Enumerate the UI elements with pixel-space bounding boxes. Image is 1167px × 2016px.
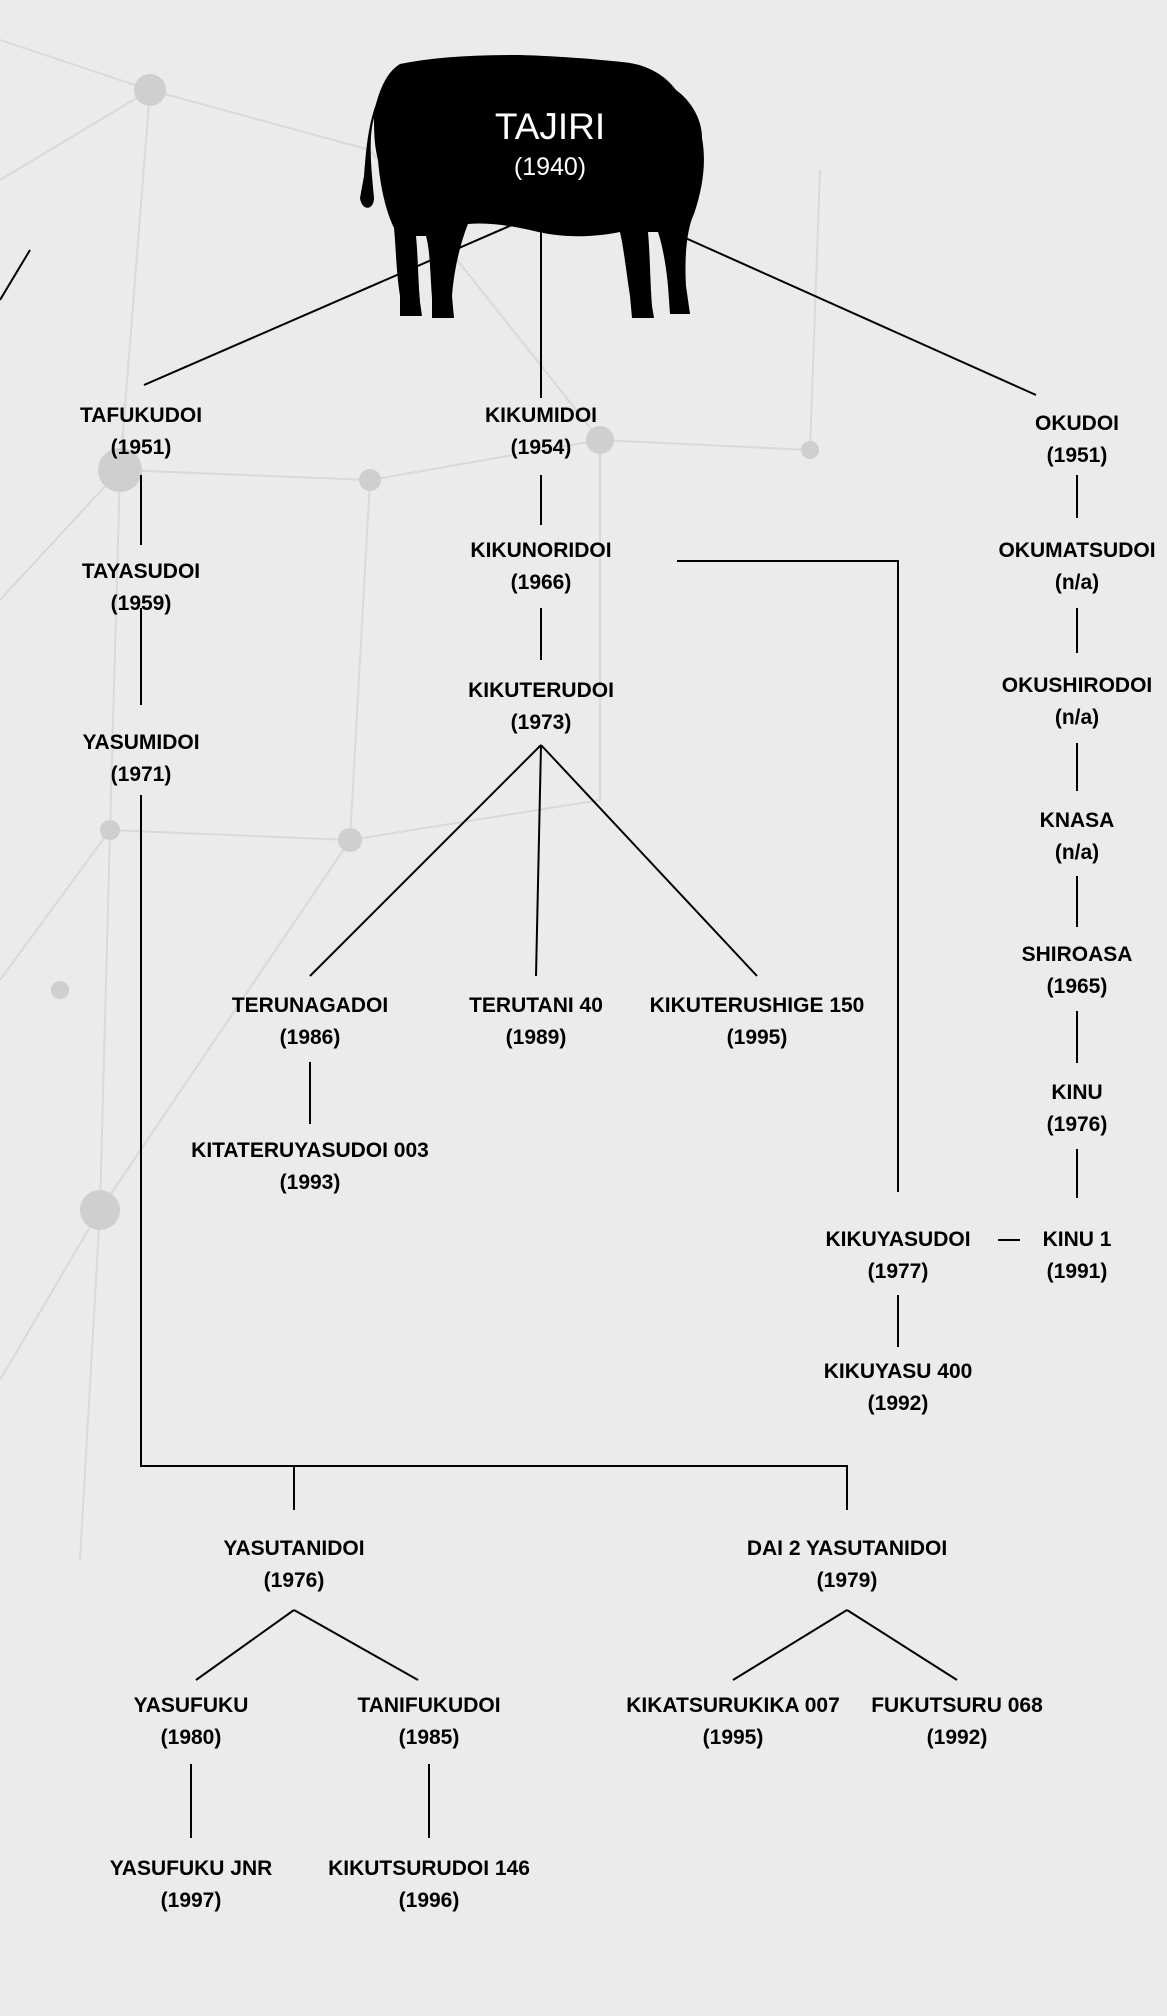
node-year: (1966) (510, 571, 572, 594)
node-fukutsuru-068: FUKUTSURU 068 (1992) (871, 1690, 1043, 1754)
node-name: TANIFUKUDOI (357, 1694, 501, 1717)
node-tanifukudoi: TANIFUKUDOI (1985) (357, 1690, 500, 1754)
node-name: KIKUMIDOI (485, 404, 597, 427)
node-year: (1997) (160, 1889, 222, 1912)
node-name: KIKUTERUSHIGE 150 (649, 994, 865, 1017)
node-kikutsurudoi-146: KIKUTSURUDOI 146 (1996) (328, 1853, 530, 1917)
node-yasufuku: YASUFUKU (1980) (134, 1690, 249, 1754)
node-year: (1951) (110, 436, 172, 459)
node-name: KIKATSURUKIKA 007 (626, 1694, 840, 1717)
node-year: (1985) (398, 1726, 460, 1749)
node-yasutanidoi: YASUTANIDOI (1976) (223, 1533, 364, 1597)
node-year: (1973) (510, 711, 572, 734)
node-name: OKUSHIRODOI (1001, 674, 1153, 697)
node-year: (1976) (1046, 1113, 1108, 1136)
node-name: YASUFUKU JNR (109, 1857, 273, 1880)
node-kinu-1: KINU 1 (1991) (1043, 1224, 1112, 1288)
node-year: (n/a) (1054, 571, 1100, 594)
node-year: (1976) (263, 1569, 325, 1592)
node-tayasudoi: TAYASUDOI (1959) (82, 556, 200, 620)
node-year: (1951) (1046, 444, 1108, 467)
node-year: (1980) (160, 1726, 222, 1749)
node-name: KITATERUYASUDOI 003 (191, 1139, 429, 1162)
node-year: (1991) (1046, 1260, 1108, 1283)
node-name: FUKUTSURU 068 (871, 1694, 1043, 1717)
node-kitateruyasudoi-003: KITATERUYASUDOI 003 (1993) (191, 1135, 429, 1199)
node-year: (1993) (279, 1171, 341, 1194)
node-terunagadoi: TERUNAGADOI (1986) (232, 990, 388, 1054)
node-name: SHIROASA (1021, 943, 1133, 966)
node-name: YASUMIDOI (82, 731, 200, 754)
node-name: YASUTANIDOI (223, 1537, 365, 1560)
root-name: TAJIRI (494, 106, 606, 147)
node-year: (1992) (867, 1392, 929, 1415)
node-year: (n/a) (1054, 841, 1100, 864)
node-name: KIKUYASUDOI (825, 1228, 971, 1251)
node-okushirodoi: OKUSHIRODOI (n/a) (1002, 670, 1153, 734)
node-terutani-40: TERUTANI 40 (1989) (469, 990, 603, 1054)
node-name: DAI 2 YASUTANIDOI (746, 1537, 948, 1560)
node-year: (1989) (505, 1026, 567, 1049)
node-name: TERUTANI 40 (469, 994, 603, 1017)
node-year: (n/a) (1054, 706, 1100, 729)
node-year: (1965) (1046, 975, 1108, 998)
node-kikatsurukika-007: KIKATSURUKIKA 007 (1995) (626, 1690, 840, 1754)
root-node-tajiri: TAJIRI (1940) (495, 104, 605, 184)
node-name: OKUMATSUDOI (998, 539, 1156, 562)
node-knasa: KNASA (n/a) (1040, 805, 1115, 869)
node-yasumidoi: YASUMIDOI (1971) (82, 727, 199, 791)
node-dai-2-yasutanidoi: DAI 2 YASUTANIDOI (1979) (747, 1533, 947, 1597)
node-name: KINU (1051, 1081, 1103, 1104)
node-kikuyasu-400: KIKUYASU 400 (1992) (824, 1356, 973, 1420)
node-name: KIKUNORIDOI (470, 539, 612, 562)
node-year: (1995) (702, 1726, 764, 1749)
node-name: KNASA (1039, 809, 1115, 832)
node-kikuyasudoi: KIKUYASUDOI (1977) (825, 1224, 970, 1288)
node-kikuterudoi: KIKUTERUDOI (1973) (468, 675, 614, 739)
node-kikunoridoi: KIKUNORIDOI (1966) (470, 535, 611, 599)
node-name: TAYASUDOI (81, 560, 201, 583)
node-year: (1979) (816, 1569, 878, 1592)
node-okumatsudoi: OKUMATSUDOI (n/a) (998, 535, 1155, 599)
node-name: KINU 1 (1042, 1228, 1112, 1251)
node-name: KIKUTERUDOI (468, 679, 614, 702)
node-name: TERUNAGADOI (231, 994, 389, 1017)
node-kikuterushige-150: KIKUTERUSHIGE 150 (1995) (650, 990, 865, 1054)
node-shiroasa: SHIROASA (1965) (1022, 939, 1133, 1003)
node-year: (1959) (110, 592, 172, 615)
node-name: KIKUTSURUDOI 146 (328, 1857, 530, 1880)
node-name: TAFUKUDOI (79, 404, 203, 427)
root-year: (1940) (513, 153, 587, 181)
node-name: KIKUYASU 400 (823, 1360, 973, 1383)
node-year: (1992) (926, 1726, 988, 1749)
node-year: (1954) (510, 436, 572, 459)
node-year: (1986) (279, 1026, 341, 1049)
node-year: (1971) (110, 763, 172, 786)
node-name: OKUDOI (1035, 412, 1119, 435)
node-year: (1977) (867, 1260, 929, 1283)
node-name: YASUFUKU (133, 1694, 249, 1717)
node-year: (1995) (726, 1026, 788, 1049)
node-tafukudoi: TAFUKUDOI (1951) (80, 400, 202, 464)
node-yasufuku-jnr: YASUFUKU JNR (1997) (110, 1853, 273, 1917)
node-kikumidoi: KIKUMIDOI (1954) (485, 400, 597, 464)
node-okudoi: OKUDOI (1951) (1035, 408, 1119, 472)
node-year: (1996) (398, 1889, 460, 1912)
node-kinu: KINU (1976) (1047, 1077, 1108, 1141)
